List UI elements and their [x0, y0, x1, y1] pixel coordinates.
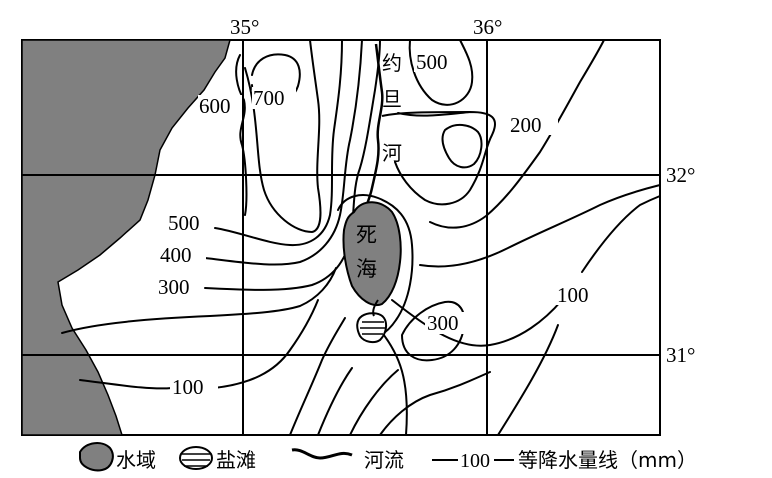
isohyet-600: [235, 54, 248, 216]
isohyet-200-east-loop: [394, 111, 497, 206]
legend-salt-flat-label: 盐滩: [216, 448, 256, 472]
isohyet-label-500-north: 500: [416, 50, 448, 74]
isohyet-south-2: [317, 367, 353, 436]
legend-water-label: 水域: [116, 448, 156, 472]
isohyet-labels: 700 600 500 200 500 400 300 300 100 100: [156, 50, 603, 399]
isohyet-label-200: 200: [510, 113, 542, 137]
legend-river-symbol: [291, 448, 353, 460]
isohyet-500-north: [408, 39, 474, 106]
isohyet-label-400: 400: [160, 243, 192, 267]
isohyet-200-north-loop: [441, 124, 483, 169]
isohyet-600-outer: [244, 39, 322, 233]
legend-isohyet-value: 100: [460, 450, 490, 472]
legend-isohyet-label: 等降水量线（mm）: [518, 448, 697, 472]
mediterranean-sea-area: [21, 39, 231, 436]
isohyet-dead-sea-ring: [337, 194, 414, 340]
isohyet-100-east: [497, 195, 661, 436]
legend-salt-flat-symbol: [179, 446, 213, 470]
isohyet-label-100-west: 100: [172, 375, 204, 399]
map-legend: 水域 盐滩 河流 100 等降水量线（mm）: [79, 442, 697, 472]
isohyet-south-1: [289, 317, 346, 436]
salt-flat: [356, 312, 388, 344]
longitude-label-35: 35°: [230, 15, 259, 39]
jordan-river-label-char-1: 约: [382, 51, 402, 75]
longitude-label-36: 36°: [473, 15, 502, 39]
isohyet-400-west: [204, 39, 363, 266]
isohyet-label-700: 700: [253, 86, 285, 110]
dead-sea-label-char-2: 海: [356, 257, 377, 281]
dead-sea-label-char-1: 死: [356, 223, 377, 247]
jordan-river-label-char-2: 旦: [382, 87, 402, 111]
isohyet-label-100-east: 100: [557, 283, 589, 307]
jordan-river-branch: [381, 111, 471, 117]
jordan-river-label-char-3: 河: [382, 141, 402, 165]
isohyet-south-3: [349, 369, 399, 436]
legend-water-symbol: [79, 442, 114, 472]
isohyet-label-300-east: 300: [427, 311, 459, 335]
isohyet-100-west: [79, 299, 319, 390]
isohyet-label-600: 600: [199, 94, 231, 118]
dead-sea-water: [342, 201, 402, 306]
isohyet-lower-east-a: [429, 39, 605, 229]
isohyet-500-west: [214, 39, 343, 247]
isohyet-label-300-west: 300: [158, 275, 190, 299]
legend-river-label: 河流: [364, 448, 404, 472]
latitude-label-32: 32°: [666, 163, 695, 187]
isohyet-lower-east-c: [379, 299, 563, 436]
jordan-river: [362, 43, 384, 213]
isohyet-lower-east-b: [419, 184, 661, 268]
dead-sea-outlet: [372, 299, 379, 317]
isohyet-label-500-west: 500: [168, 211, 200, 235]
isohyet-south-4: [379, 371, 491, 436]
latitude-label-31: 31°: [666, 343, 695, 367]
isohyet-200-west: [61, 267, 337, 334]
